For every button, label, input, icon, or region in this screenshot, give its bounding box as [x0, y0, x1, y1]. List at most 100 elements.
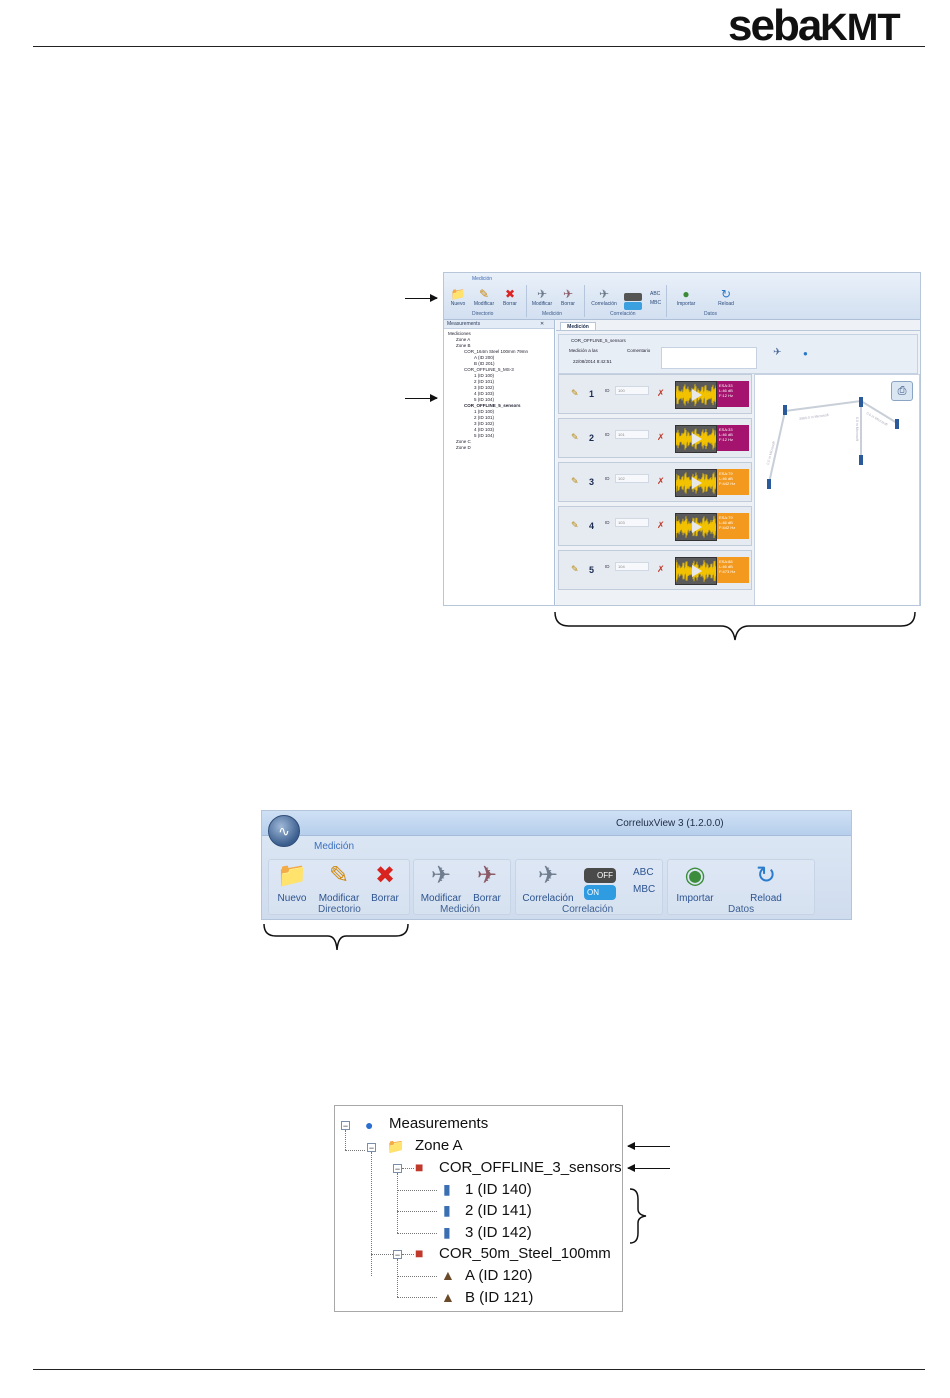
tree-sensor[interactable]: 1 (ID 100) [474, 409, 495, 414]
tree-zone-a[interactable]: Zone A [456, 337, 471, 342]
collapse-toggle[interactable]: − [341, 1121, 350, 1131]
modificar-med-button[interactable]: ✈Modificar [531, 287, 553, 307]
waveform-icon[interactable] [675, 425, 717, 453]
reload-button[interactable]: ↻Reload [714, 287, 738, 307]
comment-field[interactable] [661, 347, 757, 369]
id-field[interactable]: 100 [615, 386, 649, 395]
tree-sensor[interactable]: 2 (ID 101) [474, 379, 495, 384]
sensor-map[interactable]: ⎙ 3980.0 m Microsoft 0.0 m Microsoft 0.0… [754, 374, 920, 605]
tree-sensor[interactable]: 5 (ID 104) [474, 433, 495, 438]
off-toggle[interactable] [624, 293, 642, 301]
delete-sensor-icon[interactable]: ✗ [657, 388, 665, 398]
tree-sensor[interactable]: 2 (ID 141) [465, 1202, 532, 1219]
reload-button[interactable]: ↻Reload [746, 861, 786, 904]
ribbon-screenshot: CorreluxView 3 (1.2.0.0) ∿ Medición 📁Nue… [261, 810, 852, 920]
tree-sensor[interactable]: 3 (ID 102) [474, 421, 495, 426]
modificar-dir-button[interactable]: ✎Modificar [473, 287, 495, 307]
main-window-screenshot: Medición 📁Nuevo ✎Modificar ✖Borrar ✈Modi… [443, 272, 921, 606]
nuevo-button[interactable]: 📁Nuevo [277, 862, 307, 904]
importar-button[interactable]: ◉Importar [672, 861, 718, 904]
app-menu-button[interactable]: ∿ [268, 815, 300, 847]
tree-project[interactable]: COR_OFFLINE_5_MS-3 [464, 367, 514, 372]
delete-sensor-icon[interactable]: ✗ [657, 520, 665, 530]
ribbon-tab-medicion[interactable]: Medición [314, 841, 355, 852]
tree-project[interactable]: COR_50m_Steel_100mm [439, 1245, 611, 1262]
tree-zone-c[interactable]: Zone C [456, 439, 471, 444]
plane-delete-icon: ✈ [476, 862, 498, 889]
tree-sensor[interactable]: 1 (ID 100) [474, 373, 495, 378]
tree-zone-b[interactable]: Zone B [456, 343, 471, 348]
tree-project[interactable]: COR_164m Steel 100mm 79mn [464, 349, 529, 354]
tree-root[interactable]: Mediciones [448, 331, 471, 336]
borrar-dir-button[interactable]: ✖Borrar [368, 861, 402, 904]
plane-icon[interactable]: ✈ [773, 347, 782, 358]
delete-sensor-icon[interactable]: ✗ [657, 432, 665, 442]
ribbon-separator [526, 285, 527, 317]
id-field[interactable]: 104 [615, 562, 649, 571]
mbc-button[interactable]: MBC [633, 884, 656, 895]
abc-button[interactable]: ABC [633, 867, 654, 878]
pencil-icon[interactable]: ✎ [571, 388, 579, 398]
ribbon: Medición 📁Nuevo ✎Modificar ✖Borrar ✈Modi… [444, 273, 920, 320]
mbc-button[interactable]: MBC [650, 300, 662, 306]
tree-sensor[interactable]: 1 (ID 140) [465, 1181, 532, 1198]
borrar-med-button[interactable]: ✈Borrar [470, 861, 504, 904]
delete-sensor-icon[interactable]: ✗ [657, 476, 665, 486]
importar-button[interactable]: ●Importar [672, 287, 700, 307]
tree-sensor[interactable]: 3 (ID 102) [474, 385, 495, 390]
pencil-icon[interactable]: ✎ [571, 564, 579, 574]
pencil-icon[interactable]: ✎ [571, 432, 579, 442]
collapse-toggle[interactable]: − [367, 1143, 376, 1153]
id-field[interactable]: 102 [615, 474, 649, 483]
sensor-icon: ▮ [443, 1181, 451, 1197]
delete-sensor-icon[interactable]: ✗ [657, 564, 665, 574]
tree-sensor[interactable]: A (ID 120) [465, 1267, 533, 1284]
tree-sensor[interactable]: 5 (ID 104) [474, 397, 495, 402]
tree-zone-d[interactable]: Zone D [456, 445, 471, 450]
on-toggle[interactable]: ON [584, 885, 616, 900]
waveform-icon[interactable] [675, 469, 717, 497]
tree-sensor[interactable]: 3 (ID 142) [465, 1224, 532, 1241]
tree-root[interactable]: Measurements [389, 1115, 489, 1132]
ribbon-tab[interactable]: Medición [472, 276, 493, 282]
tree-sensor[interactable]: B (ID 201) [474, 361, 495, 366]
off-toggle[interactable]: OFF [584, 868, 616, 883]
borrar-med-button[interactable]: ✈Borrar [556, 287, 580, 307]
collapse-toggle[interactable]: − [393, 1250, 402, 1260]
waveform-icon[interactable] [675, 557, 717, 585]
tree-sensor[interactable]: B (ID 121) [465, 1289, 534, 1306]
tree-sensor[interactable]: 4 (ID 103) [474, 427, 495, 432]
printer-icon[interactable]: ⎙ [891, 381, 913, 401]
tree-sensor[interactable]: 4 (ID 103) [474, 391, 495, 396]
correlacion-button[interactable]: ✈Correlación [588, 287, 620, 307]
plane-icon: ✈ [536, 287, 548, 301]
nuevo-button[interactable]: 📁Nuevo [446, 287, 470, 307]
correlacion-button[interactable]: ✈Correlación [520, 861, 576, 904]
drop-icon[interactable]: ● [803, 349, 808, 358]
modificar-med-button[interactable]: ✈Modificar [418, 861, 464, 904]
tree-sensor[interactable]: 2 (ID 101) [474, 415, 495, 420]
borrar-dir-button[interactable]: ✖Borrar [498, 287, 522, 307]
waveform-icon[interactable] [675, 513, 717, 541]
waveform-icon[interactable] [675, 381, 717, 409]
abc-button[interactable]: ABC [650, 291, 661, 297]
tree-sensor[interactable]: A (ID 200) [474, 355, 495, 360]
modificar-dir-button[interactable]: ✎Modificar [316, 861, 362, 904]
id-field[interactable]: 101 [615, 430, 649, 439]
collapse-toggle[interactable]: − [393, 1164, 402, 1174]
document-tab[interactable]: Medición [560, 322, 596, 331]
tree-zone[interactable]: Zone A [415, 1137, 463, 1154]
on-toggle[interactable] [624, 302, 642, 310]
tree-project-selected[interactable]: COR_OFFLINE_5_sensors [464, 403, 521, 408]
pencil-icon[interactable]: ✎ [571, 476, 579, 486]
project-icon: ■ [415, 1159, 424, 1175]
pencil-icon[interactable]: ✎ [571, 520, 579, 530]
tree-project[interactable]: COR_OFFLINE_3_sensors [439, 1159, 622, 1176]
id-field[interactable]: 103 [615, 518, 649, 527]
group-correlacion: Correlación [610, 311, 636, 317]
